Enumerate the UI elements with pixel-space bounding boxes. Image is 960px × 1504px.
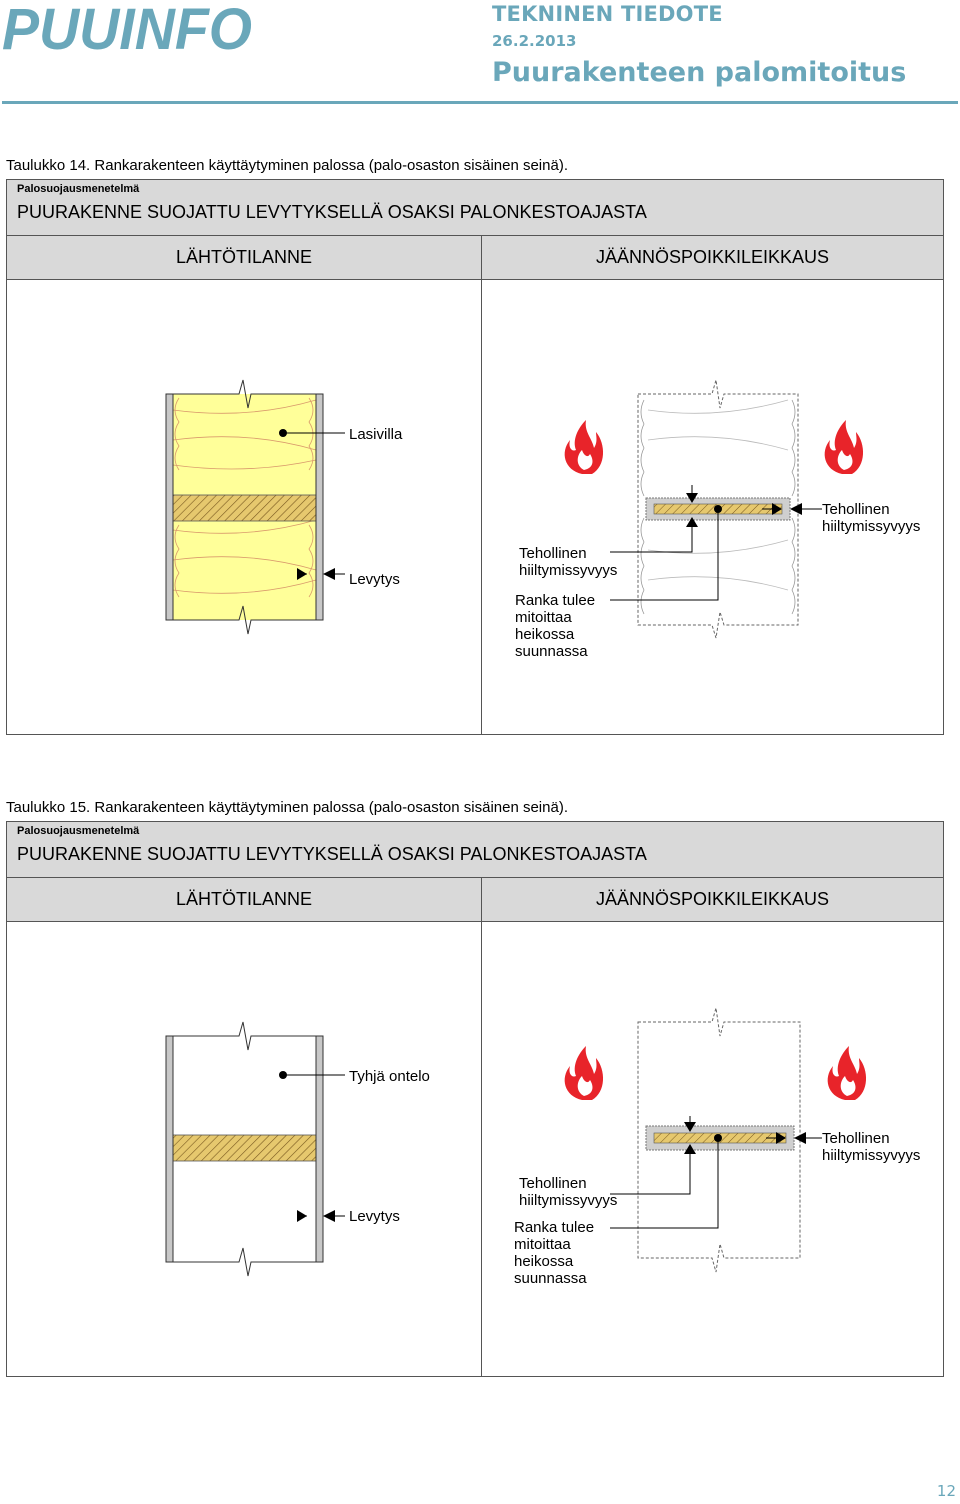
column-divider [481, 878, 482, 1376]
column-divider [481, 236, 482, 734]
label-char-depth-left-1: Tehollinen [519, 545, 587, 562]
label-char-depth-left-2: hiiltymissyvyys [519, 562, 618, 579]
label-stud-1: Ranka tulee [514, 1219, 595, 1236]
label-cavity: Tyhjä ontelo [349, 1068, 430, 1085]
document-date: 26.2.2013 [492, 32, 577, 50]
label-stud-3: heikossa [515, 626, 575, 643]
residual-section-drawing [564, 379, 864, 639]
label-char-depth-right-2: hiiltymissyvyys [822, 1147, 921, 1164]
label-stud-3: heikossa [514, 1253, 574, 1270]
label-board: Levytys [349, 1208, 400, 1225]
method-row: Palosuojausmenetelmä PUURAKENNE SUOJATTU… [7, 822, 943, 878]
board-left [165, 1035, 174, 1263]
residual-section-drawing [564, 1007, 867, 1273]
fire-icon-left [564, 420, 604, 474]
label-char-depth-left-1: Tehollinen [519, 1175, 587, 1192]
label-board: Levytys [349, 571, 400, 588]
label-char-depth-right-1: Tehollinen [822, 1130, 890, 1147]
puuinfo-logo: PUUINFO [2, 4, 252, 52]
initial-section-drawing [165, 379, 345, 635]
method-label: Palosuojausmenetelmä [17, 183, 140, 195]
label-char-depth-left-2: hiiltymissyvyys [519, 1192, 618, 1209]
label-char-depth-right-1: Tehollinen [822, 501, 890, 518]
method-row: Palosuojausmenetelmä PUURAKENNE SUOJATTU… [7, 180, 943, 236]
label-insulation: Lasivilla [349, 426, 403, 443]
initial-section-drawing [165, 1021, 345, 1277]
col-header-residual: JÄÄNNÖSPOIKKILEIKKAUS [482, 878, 943, 922]
fire-icon-left [564, 1046, 604, 1100]
label-char-depth-right-2: hiiltymissyvyys [822, 518, 921, 535]
board-right [315, 393, 324, 621]
fire-icon-right [824, 420, 864, 474]
document-title: Puurakenteen palomitoitus [492, 57, 907, 88]
table-caption: Taulukko 14. Rankarakenteen käyttäytymin… [6, 157, 568, 174]
col-header-residual: JÄÄNNÖSPOIKKILEIKKAUS [482, 236, 943, 280]
stud [172, 494, 317, 522]
method-value: PUURAKENNE SUOJATTU LEVYTYKSELLÄ OSAKSI … [17, 202, 647, 222]
col-header-initial: LÄHTÖTILANNE [7, 236, 482, 280]
page-number: 12 [936, 1482, 956, 1500]
document-kind: TEKNINEN TIEDOTE [492, 2, 723, 26]
table-caption: Taulukko 15. Rankarakenteen käyttäytymin… [6, 799, 568, 816]
logo-text: PUUINFO [2, 4, 252, 52]
label-stud-2: mitoittaa [515, 609, 572, 626]
label-stud-2: mitoittaa [514, 1236, 571, 1253]
label-stud-4: suunnassa [515, 643, 588, 660]
stud [172, 1134, 317, 1162]
method-value: PUURAKENNE SUOJATTU LEVYTYKSELLÄ OSAKSI … [17, 844, 647, 864]
table-14: Palosuojausmenetelmä PUURAKENNE SUOJATTU… [6, 179, 944, 735]
label-stud-1: Ranka tulee [515, 592, 596, 609]
board-right [315, 1035, 324, 1263]
method-label: Palosuojausmenetelmä [17, 825, 140, 837]
fire-icon-right [827, 1046, 867, 1100]
label-stud-4: suunnassa [514, 1270, 587, 1287]
table-15: Palosuojausmenetelmä PUURAKENNE SUOJATTU… [6, 821, 944, 1377]
board-left [165, 393, 174, 621]
col-header-initial: LÄHTÖTILANNE [7, 878, 482, 922]
header-rule [2, 101, 958, 104]
